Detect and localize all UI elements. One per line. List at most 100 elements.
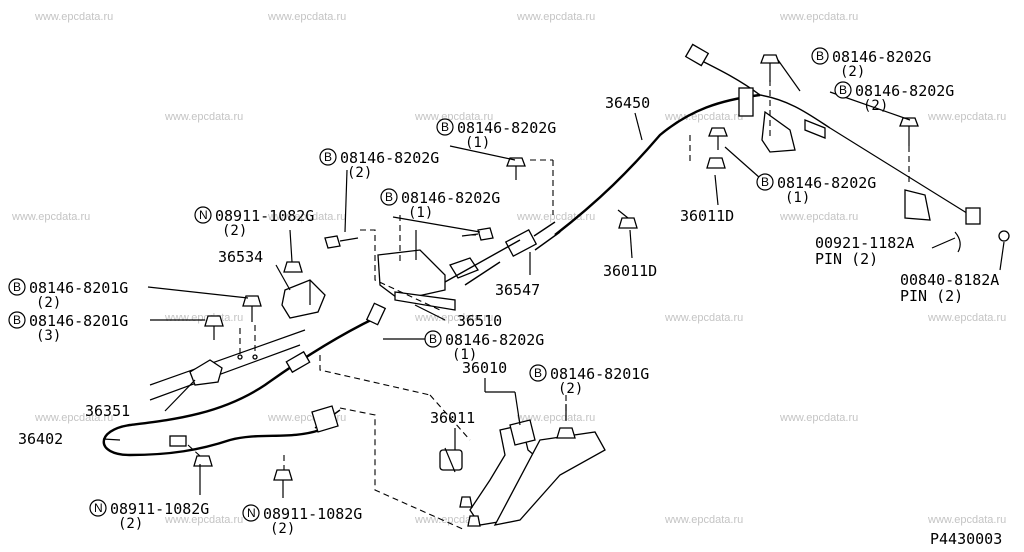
part-label-36010: 36010: [462, 359, 507, 377]
bolt: [506, 157, 526, 180]
svg-text:PIN (2): PIN (2): [900, 287, 963, 305]
bolt: [899, 117, 919, 146]
leader-line: [714, 174, 719, 206]
pin-label: 00840-8182A PIN (2): [900, 271, 999, 305]
watermark: www.epcdata.ru: [927, 514, 1006, 526]
svg-text:(2): (2): [36, 295, 61, 311]
svg-text:(2): (2): [118, 516, 143, 532]
leader-line: [147, 286, 249, 299]
svg-text:(2): (2): [270, 521, 295, 537]
leader-line: [344, 169, 348, 233]
part-label-36011: 36011: [430, 409, 475, 427]
part-label-36351: 36351: [85, 402, 130, 420]
cable-grommet: [285, 350, 311, 374]
svg-text:08146-8202G: 08146-8202G: [401, 189, 500, 207]
bolt: [324, 235, 359, 249]
leader-line: [514, 391, 521, 426]
svg-text:B: B: [13, 280, 21, 294]
watermarks: www.epcdata.ru www.epcdata.ru www.epcdat…: [11, 11, 1006, 526]
svg-text:(2): (2): [222, 223, 247, 239]
watermark: www.epcdata.ru: [11, 211, 90, 223]
svg-text:08911-1082G: 08911-1082G: [215, 207, 314, 225]
svg-text:N: N: [199, 208, 208, 222]
callout-label: B 08146-8202G (1): [756, 173, 876, 206]
callout-label: B 08146-8202G (1): [424, 330, 544, 363]
cable-bracket: [738, 87, 754, 117]
watermark: www.epcdata.ru: [779, 211, 858, 223]
b-marker-icon: [424, 330, 442, 348]
leader-line: [164, 379, 196, 412]
svg-text:08146-8202G: 08146-8202G: [445, 331, 544, 349]
watermark: www.epcdata.ru: [664, 312, 743, 324]
svg-text:(2): (2): [347, 165, 372, 181]
cable-bracket-36534: [281, 279, 326, 319]
leader-line: [777, 59, 801, 92]
b-marker-icon: [811, 47, 829, 65]
svg-text:B: B: [13, 313, 21, 327]
part-label-36450: 36450: [605, 94, 650, 112]
svg-text:N: N: [94, 501, 103, 515]
part-label-36011D: 36011D: [680, 207, 734, 225]
svg-text:08146-8202G: 08146-8202G: [777, 174, 876, 192]
bolt: [459, 496, 473, 508]
stopper-36011: [439, 449, 463, 471]
bolt: [461, 227, 494, 241]
callout-label: N 08911-1082G (2): [242, 504, 362, 537]
svg-text:(1): (1): [785, 190, 810, 206]
rear-cable-36450: [554, 93, 761, 236]
bolt: [204, 315, 224, 340]
dashed-leader: [187, 444, 201, 457]
pin-label: 00921-1182A PIN (2): [815, 234, 914, 268]
cable-bracket-right: [761, 110, 796, 153]
leader-line: [931, 237, 956, 249]
watermark: www.epcdata.ru: [779, 412, 858, 424]
svg-text:(2): (2): [558, 381, 583, 397]
cable-right-long: [829, 127, 971, 216]
svg-text:(2): (2): [840, 64, 865, 80]
watermark: www.epcdata.ru: [34, 11, 113, 23]
svg-text:(1): (1): [452, 347, 477, 363]
callout-label: B 08146-8202G (2): [811, 47, 931, 80]
floor-line: [149, 329, 306, 386]
svg-text:08146-8202G: 08146-8202G: [457, 119, 556, 137]
b-marker-icon: [436, 118, 454, 136]
part-label-36534: 36534: [218, 248, 263, 266]
watermark: www.epcdata.ru: [779, 11, 858, 23]
svg-text:B: B: [839, 83, 847, 97]
pedal-pivot: [509, 419, 536, 446]
watermark: www.epcdata.ru: [164, 514, 243, 526]
n-marker-icon: [194, 206, 212, 224]
bolt: [467, 515, 481, 527]
b-marker-icon: [529, 364, 547, 382]
cable-grommet: [169, 435, 187, 447]
front-cable-36402: [102, 316, 376, 457]
svg-text:08911-1082G: 08911-1082G: [263, 505, 362, 523]
dashed-leader: [360, 229, 441, 311]
watermark: www.epcdata.ru: [267, 211, 346, 223]
svg-text:(1): (1): [408, 205, 433, 221]
watermark: www.epcdata.ru: [664, 514, 743, 526]
dashed-leader: [339, 407, 466, 531]
n-marker-icon: [89, 499, 107, 517]
callout-label: B 08146-8202G (2): [319, 148, 439, 181]
svg-text:(2): (2): [863, 98, 888, 114]
leader-line: [289, 229, 293, 263]
cable-end-right: [965, 207, 981, 225]
part-label-36011D: 36011D: [603, 262, 657, 280]
watermark: www.epcdata.ru: [164, 111, 243, 123]
b-marker-icon: [8, 311, 26, 329]
stopper-detail: [444, 447, 456, 473]
svg-text:(3): (3): [36, 328, 61, 344]
cable-right: [759, 94, 831, 129]
svg-text:B: B: [429, 332, 437, 346]
svg-text:08146-8201G: 08146-8201G: [550, 365, 649, 383]
leader-line: [275, 264, 291, 291]
callout-label: N 08911-1082G (2): [194, 206, 314, 239]
leader-line: [634, 112, 643, 141]
svg-text:08146-8201G: 08146-8201G: [29, 312, 128, 330]
callout-label: N 08911-1082G (2): [89, 499, 209, 532]
nut: [193, 455, 213, 467]
adjuster-rod: [444, 239, 521, 283]
b-marker-icon: [756, 173, 774, 191]
